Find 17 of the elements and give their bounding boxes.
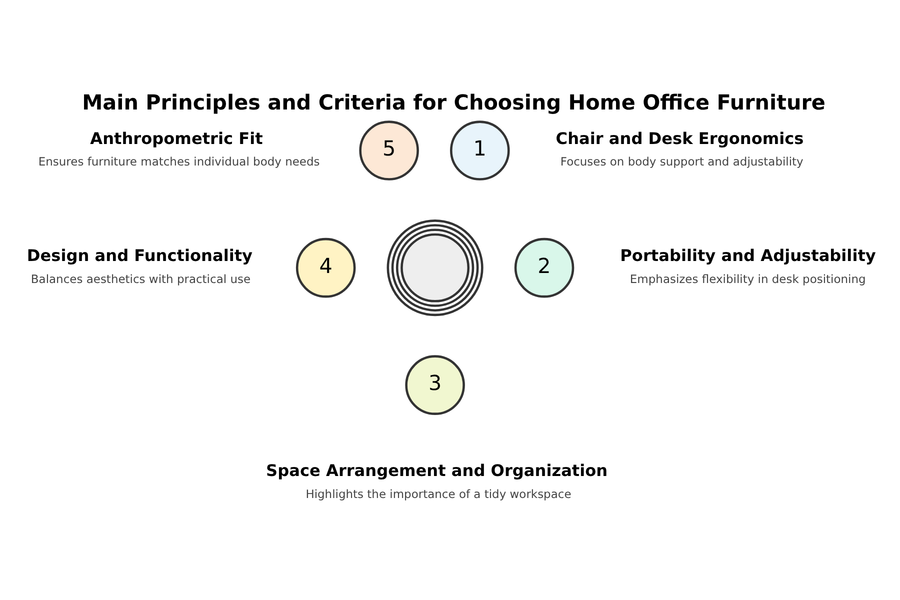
node-label: Emphasizes flexibility in desk positioning [630, 272, 866, 286]
node-circle: 5 [359, 120, 419, 180]
node-label: Ensures furniture matches individual body needs [38, 154, 320, 168]
node-label: Balances aesthetics with practical use [30, 272, 251, 286]
node-label: Design and Functionality [26, 246, 253, 266]
node-label: Highlights the importance of a tidy workspace [306, 486, 572, 501]
diagram-title: Main Principles and Criteria for Choosing Home Office Furniture [82, 90, 826, 115]
node-label: Space Arrangement and Organization [266, 461, 608, 480]
node-picture [386, 220, 484, 316]
node-label: Portability and Adjustability [620, 246, 876, 266]
node-circle: 1 [450, 120, 510, 180]
node-label: Chair and Desk Ergonomics [556, 128, 804, 148]
node-circle: 2 [514, 238, 574, 298]
node-label: Focuses on body support and adjustability [560, 154, 804, 168]
node-label: Anthropometric Fit [90, 128, 263, 148]
node-circle: 4 [296, 238, 356, 298]
node-circle: 3 [405, 355, 465, 415]
